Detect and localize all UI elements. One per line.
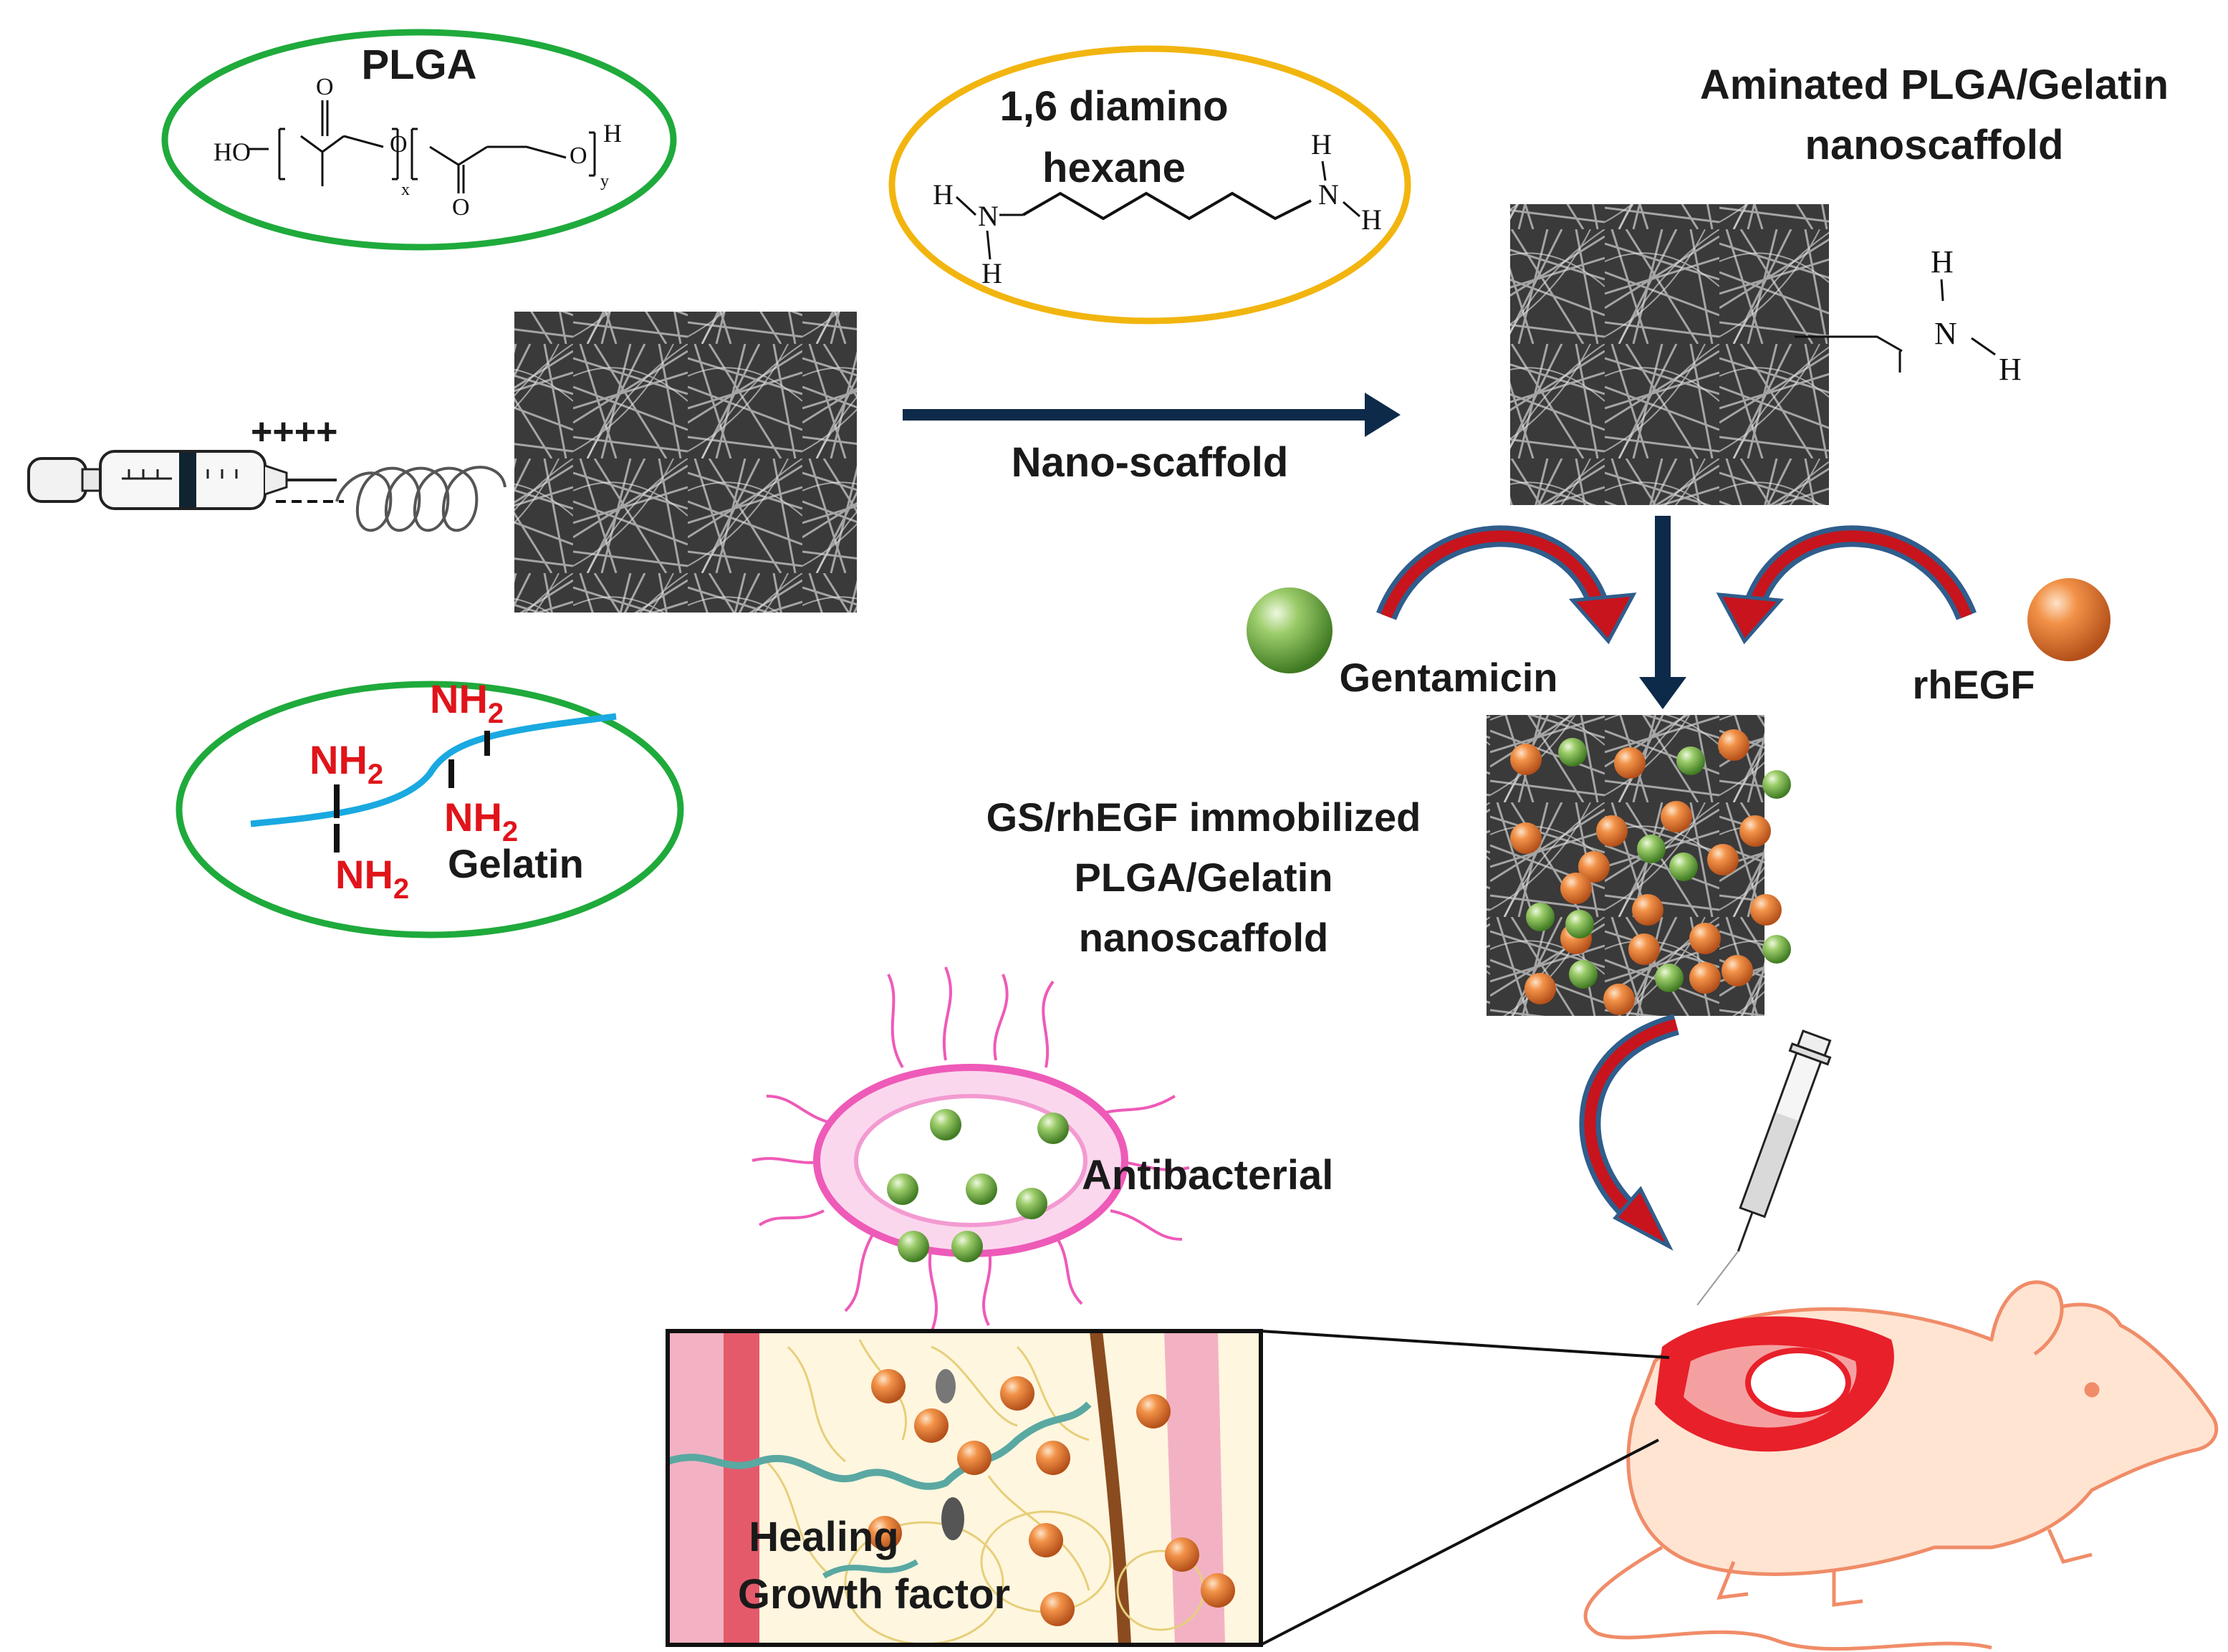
antibacterial-label: Antibacterial (1082, 1152, 1333, 1199)
amine-n: N (1934, 316, 1957, 351)
amine-group-structure: H N H (1795, 244, 2022, 387)
plga-structure-icon (247, 100, 596, 193)
skin-inset-image (666, 1329, 1263, 1647)
diamine-group: 1,6 diamino hexane H N H H N H (888, 45, 1411, 325)
nano-scaffold-label: Nano-scaffold (1012, 439, 1289, 486)
nh2-label-4: NH2 (335, 852, 409, 905)
gelatin-oval (176, 681, 684, 938)
immobilized-scaffold-image (1487, 715, 1791, 1016)
plga-x-sub: x (401, 181, 410, 199)
zoom-connector-lines (1260, 1330, 1670, 1646)
bacterium-icon (752, 966, 1190, 1333)
diamine-n-left: N (978, 200, 999, 232)
immobilized-label-line3: nanoscaffold (1079, 915, 1328, 960)
application-curved-arrow (1579, 1014, 1680, 1251)
gentamicin-sphere-icon (1247, 587, 1333, 673)
plga-o-bottom: O (452, 194, 470, 221)
aminated-scaffold-sem-image (1510, 204, 1829, 505)
diamine-h-right: H (1361, 203, 1382, 236)
rhegf-curved-arrow (1716, 525, 1977, 645)
diamine-label-line2: hexane (1042, 145, 1186, 191)
electrospinning-syringe-icon (27, 450, 506, 532)
diamine-oval (888, 45, 1411, 325)
plga-y-sub: y (600, 172, 609, 191)
nh2-label-2: NH2 (430, 676, 504, 729)
diamine-h-left-bottom: H (981, 257, 1002, 289)
rhegf-label: rhEGF (1912, 662, 2035, 707)
plga-structure-group: PLGA HO O O O O x y H (161, 29, 677, 251)
scaffold-arrow (903, 393, 1401, 437)
healing-label-line1: Healing (749, 1514, 899, 1560)
gentamicin-particles (1526, 738, 1791, 992)
healing-label-line2: Growth factor (738, 1571, 1010, 1618)
diamine-h-right-top: H (1311, 128, 1332, 160)
diamine-label-line1: 1,6 diamino (999, 83, 1228, 130)
immobilized-label-line1: GS/rhEGF immobilized (986, 794, 1421, 840)
plga-oval (161, 29, 677, 251)
plga-ho-text: HO (213, 138, 251, 166)
rhegf-sphere-icon (2027, 578, 2111, 661)
nh2-label-1: NH2 (309, 737, 383, 790)
plga-title: PLGA (361, 42, 476, 88)
immobilization-arrow (1639, 516, 1686, 709)
amine-h-top: H (1931, 244, 1954, 279)
gelatin-label: Gelatin (448, 841, 584, 886)
gelatin-group: NH2 NH2 NH2 NH2 Gelatin (176, 676, 684, 938)
diamine-n-right: N (1318, 178, 1339, 211)
plga-o-right: O (570, 143, 587, 169)
injection-syringe-icon (1696, 1029, 1832, 1306)
gentamicin-curved-arrow (1376, 525, 1637, 645)
amine-h-right: H (1999, 352, 2022, 387)
plga-nanoscaffold-sem-image (514, 312, 857, 613)
aminated-title-line1: Aminated PLGA/Gelatin (1700, 62, 2169, 108)
rhegf-particles (1510, 729, 1782, 1015)
fiber-coil-icon (335, 466, 506, 532)
mouse-wound (1655, 1316, 1894, 1452)
aminated-title-line2: nanoscaffold (1805, 122, 2064, 168)
gentamicin-label: Gentamicin (1340, 655, 1558, 700)
diamine-chain-icon (1022, 191, 1312, 221)
plga-o-top: O (316, 74, 334, 100)
plga-h-end: H (603, 119, 622, 148)
gelatin-chain-icon (250, 713, 617, 827)
plus-charges-label: ++++ (251, 411, 337, 453)
immobilized-label-line2: PLGA/Gelatin (1075, 855, 1333, 900)
diamine-h-left: H (933, 178, 954, 211)
plga-o-mid: O (390, 131, 408, 158)
nh2-label-3: NH2 (444, 794, 518, 847)
